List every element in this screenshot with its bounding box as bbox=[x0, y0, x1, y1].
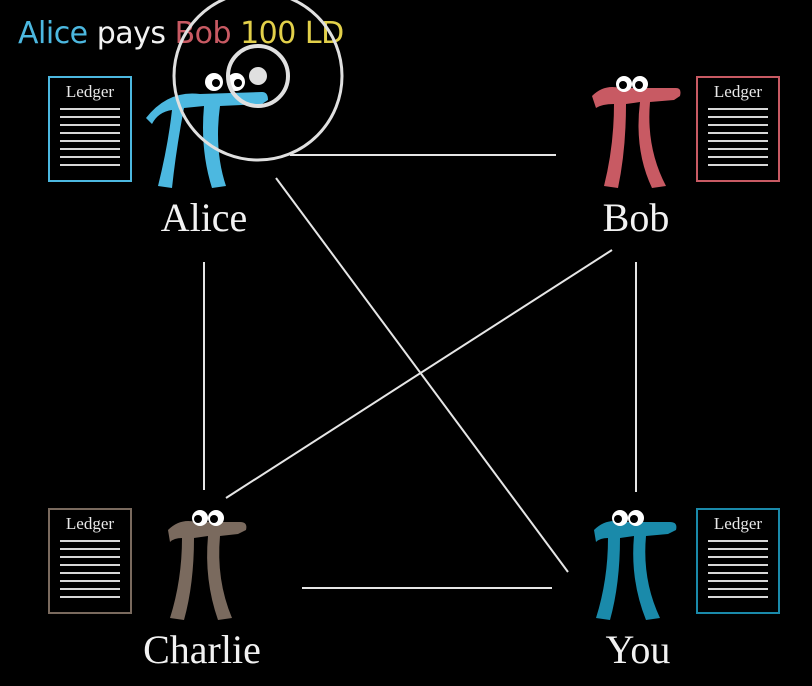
bob-pi-creature bbox=[592, 76, 681, 188]
charlie-ledger: Ledger bbox=[48, 508, 132, 614]
you-ledger: Ledger bbox=[696, 508, 780, 614]
you-pi-creature bbox=[594, 510, 677, 620]
you-name: You bbox=[605, 627, 671, 672]
charlie-name: Charlie bbox=[143, 627, 261, 672]
ledger-entries bbox=[60, 108, 120, 172]
edge-bob-charlie bbox=[225, 249, 613, 499]
ledger-title: Ledger bbox=[65, 514, 115, 533]
ledger-title: Ledger bbox=[713, 82, 763, 101]
edge-alice-you bbox=[275, 177, 569, 573]
bob-name: Bob bbox=[602, 195, 670, 240]
highlight-rings bbox=[172, 0, 344, 162]
charlie-pi-creature bbox=[168, 510, 247, 620]
ledger-title: Ledger bbox=[713, 514, 763, 533]
ledger-title: Ledger bbox=[65, 82, 115, 101]
alice-pi-creature bbox=[146, 73, 268, 188]
caption-sender: Alice bbox=[18, 16, 88, 51]
ledger-entries bbox=[60, 540, 120, 604]
caption-verb: pays bbox=[96, 16, 166, 51]
ledger-entries bbox=[708, 540, 768, 604]
alice-name: Alice bbox=[160, 195, 248, 240]
alice-ledger: Ledger bbox=[48, 76, 132, 182]
bob-ledger: Ledger bbox=[696, 76, 780, 182]
ledger-entries bbox=[708, 108, 768, 172]
